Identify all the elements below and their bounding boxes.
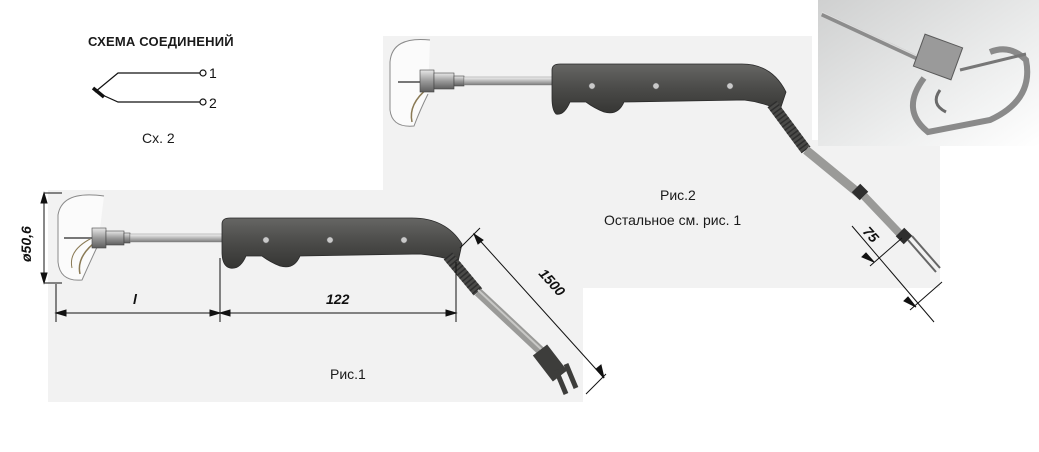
fig1-dim-l: l <box>133 291 138 307</box>
fig1-handle <box>221 217 463 269</box>
fig1-cable <box>474 288 546 356</box>
schema-pin-2-label: 2 <box>209 95 217 111</box>
fig2-probe <box>389 38 941 273</box>
schema-wire-2 <box>97 92 200 103</box>
schema-terminal-2 <box>199 98 207 106</box>
fig1-fitting <box>91 227 107 249</box>
fig2-caption: Рис.2 <box>660 187 696 203</box>
fig1-dim-handle: 122 <box>326 291 350 307</box>
fig2-cable <box>803 146 865 200</box>
fig1-spring <box>443 252 483 296</box>
fig2-note: Остальное см. рис. 1 <box>604 212 742 228</box>
fig1-caption: Рис.1 <box>330 366 366 382</box>
fig1-probe <box>57 194 579 395</box>
schema-title: СХЕМА СОЕДИНЕНИЙ <box>88 34 234 49</box>
fig2-handle <box>551 63 787 115</box>
fig2-dimensions <box>851 225 943 323</box>
schema-terminal-1 <box>199 69 207 77</box>
fig2-rod <box>463 76 555 86</box>
fig2-fitting <box>419 69 435 93</box>
fig1-dim-diameter: ø50,6 <box>18 226 34 262</box>
fig2-wire-ends <box>907 239 937 273</box>
schema-caption: Сх. 2 <box>142 130 175 146</box>
fig1-rod <box>129 233 223 243</box>
schema-wire-1 <box>94 72 200 93</box>
schema-junction <box>91 86 106 99</box>
connection-schema <box>91 69 207 106</box>
schema-pin-1-label: 1 <box>209 65 217 81</box>
fig1-dimensions <box>40 191 607 395</box>
clamp-photo <box>818 0 1039 146</box>
fig2-backdrop <box>383 36 940 290</box>
